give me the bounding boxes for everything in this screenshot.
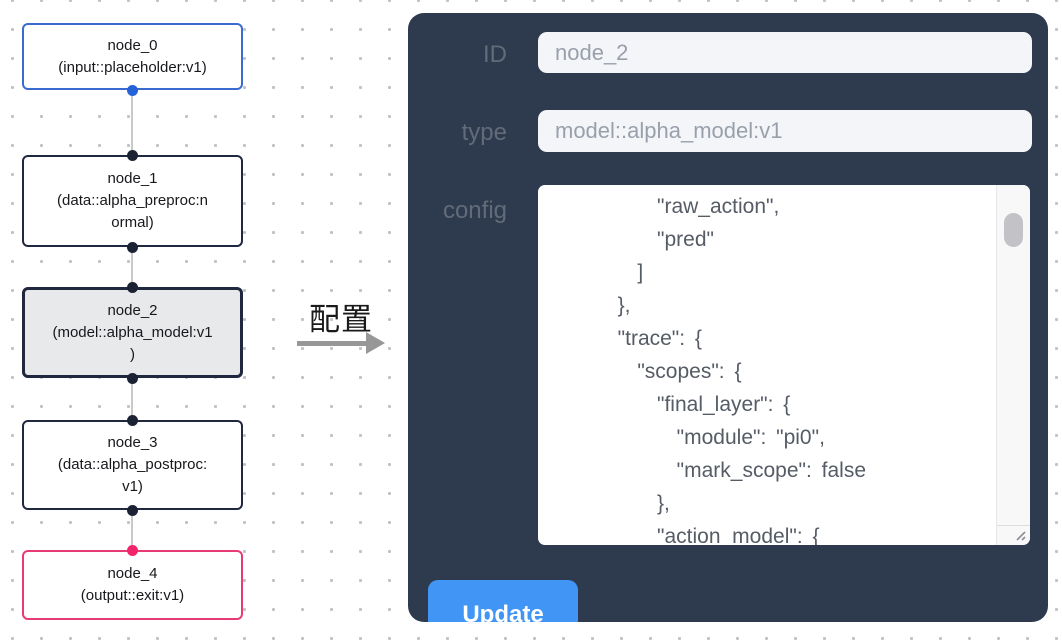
node-type-line: (data::alpha_preproc:n bbox=[57, 192, 208, 209]
port-dot-node3-bottom[interactable] bbox=[127, 505, 138, 516]
resize-grip-icon[interactable] bbox=[1012, 527, 1027, 542]
right-arrow-icon bbox=[297, 341, 367, 346]
update-button[interactable]: Update bbox=[428, 580, 578, 622]
right-arrow-head-icon bbox=[366, 332, 385, 354]
edge-node2-node3 bbox=[131, 378, 133, 420]
node-title: node_2 bbox=[107, 301, 158, 319]
node-type-line: ) bbox=[130, 345, 135, 363]
node-type-line: (model::alpha_model:v1 bbox=[52, 323, 213, 341]
scrollbar-corner bbox=[997, 525, 1030, 545]
edge-node3-node4 bbox=[131, 510, 133, 550]
graph-node-node_4[interactable]: node_4 (output::exit:v1) bbox=[22, 550, 243, 620]
config-json-text[interactable]: "raw_action", "pred" ] }, "trace": { "sc… bbox=[617, 195, 866, 545]
port-dot-node1-top[interactable] bbox=[127, 150, 138, 161]
graph-node-node_2-selected[interactable]: node_2 (model::alpha_model:v1 ) bbox=[22, 287, 243, 378]
config-field-label: config bbox=[442, 197, 507, 224]
port-dot-node2-top[interactable] bbox=[127, 282, 138, 293]
port-dot-node4-top[interactable] bbox=[127, 545, 138, 556]
node-type-line: (data::alpha_postproc: bbox=[57, 456, 208, 473]
transition-label: 配置 bbox=[309, 302, 373, 337]
id-field-label: ID bbox=[483, 41, 507, 68]
edge-node0-node1 bbox=[131, 90, 133, 155]
scrollbar-track[interactable] bbox=[996, 185, 1030, 545]
node-type-line: ormal) bbox=[111, 214, 154, 231]
graph-node-node_1[interactable]: node_1 (data::alpha_preproc:n ormal) bbox=[22, 155, 243, 247]
config-panel: ID type config "raw_action", "pred" ] },… bbox=[408, 13, 1048, 622]
node-title: node_3 bbox=[107, 434, 158, 451]
port-dot-node1-bottom[interactable] bbox=[127, 242, 138, 253]
graph-node-node_3[interactable]: node_3 (data::alpha_postproc: v1) bbox=[22, 420, 243, 510]
graph-node-node_0[interactable]: node_0 (input::placeholder:v1) bbox=[22, 23, 243, 90]
port-dot-node3-top[interactable] bbox=[127, 415, 138, 426]
type-field-label: type bbox=[461, 119, 507, 146]
node-title: node_0 bbox=[107, 36, 158, 54]
node-title: node_4 bbox=[107, 565, 158, 582]
type-input[interactable] bbox=[538, 110, 1032, 152]
id-input[interactable] bbox=[538, 32, 1032, 73]
port-dot-node0-bottom[interactable] bbox=[127, 85, 138, 96]
node-type-line: (output::exit:v1) bbox=[80, 587, 185, 604]
scrollbar-thumb[interactable] bbox=[1004, 213, 1023, 247]
node-title: node_1 bbox=[107, 170, 158, 187]
edge-node1-node2 bbox=[131, 247, 133, 287]
port-dot-node2-bottom[interactable] bbox=[127, 373, 138, 384]
node-type-line: v1) bbox=[122, 478, 143, 495]
config-textarea[interactable]: "raw_action", "pred" ] }, "trace": { "sc… bbox=[538, 185, 1030, 545]
node-type-line: (input::placeholder:v1) bbox=[58, 58, 207, 76]
